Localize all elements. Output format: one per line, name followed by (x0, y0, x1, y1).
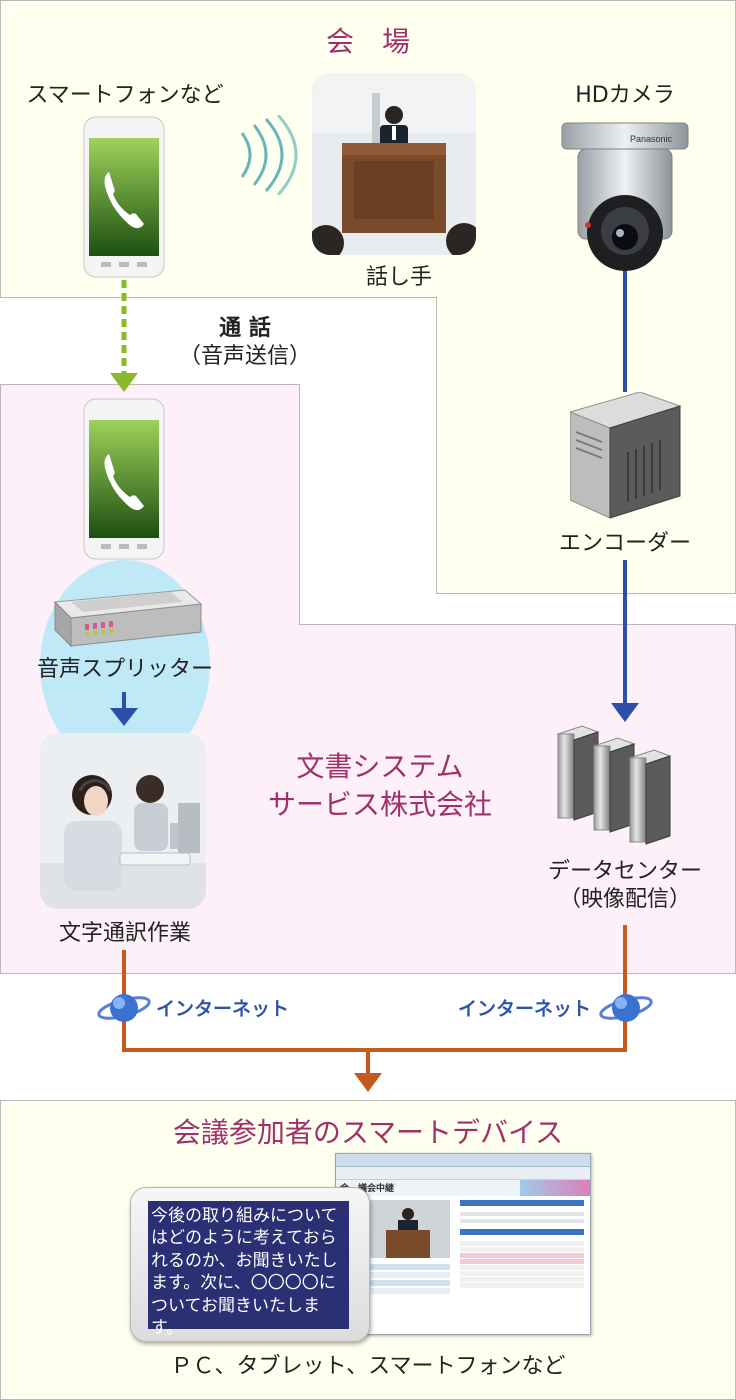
pc-titlebar (336, 1154, 590, 1167)
encoder-datacenter-arrow (611, 703, 639, 722)
encoder (568, 391, 682, 520)
devices-label: ＰＣ、タブレット、スマートフォンなど (170, 1354, 566, 1379)
smartphone-company (83, 398, 165, 560)
pc-video (366, 1200, 450, 1258)
encoder-label: エンコーダー (558, 531, 691, 556)
audio-splitter (45, 580, 205, 650)
pc-window-title: 会 議会中継 (340, 1184, 395, 1194)
pc-side-controls (366, 1262, 450, 1322)
internet-down-arrow (354, 1073, 382, 1092)
tablet-caption-text: 今後の取り組みについてはどのように考えておられるのか、お聞きいたします。次に、〇… (151, 1206, 338, 1339)
smartphone-top (83, 116, 165, 278)
call-subtitle: （音声送信） (178, 344, 311, 369)
datacenter-label: データセンター (547, 859, 702, 884)
globe-icon-right (599, 994, 653, 1022)
internet-label-left: インターネット (156, 998, 290, 1020)
internet-line-right (368, 925, 627, 1052)
company-name-line2: サービス株式会社 (267, 787, 492, 821)
globe-icon-left (97, 994, 151, 1022)
datacenter-sub-label: （映像配信） (558, 887, 691, 912)
company-name-line1: 文書システム (296, 750, 464, 783)
venue-title: 会 場 (325, 25, 410, 58)
pc-schedule-table (460, 1200, 584, 1330)
pc-header-bar: 会 議会中継 (336, 1180, 590, 1196)
company-name: 文書システム サービス株式会社 (240, 748, 520, 824)
datacenter-servers (552, 720, 692, 850)
participants-title: 会議参加者のスマートデバイス (172, 1116, 564, 1149)
transcription-label: 文字通訳作業 (58, 921, 191, 946)
speaker-photo (312, 73, 476, 255)
splitter-down-arrow (110, 692, 138, 726)
seam-cover (437, 294, 735, 300)
speaker-label: 話し手 (365, 265, 432, 290)
camera-brand: Panasonic (630, 134, 673, 144)
sound-waves-icon (240, 115, 298, 195)
smartphone-label: スマートフォンなど (26, 83, 224, 108)
pc-browser-window: 会 議会中継 (335, 1153, 591, 1335)
tablet-screen: 今後の取り組みについてはどのように考えておられるのか、お聞きいたします。次に、〇… (148, 1201, 349, 1338)
tablet: 今後の取り組みについてはどのように考えておられるのか、お聞きいたします。次に、〇… (130, 1187, 370, 1342)
call-title: 通 話 (219, 316, 271, 341)
internet-label-right: インターネット (458, 998, 592, 1020)
splitter-label: 音声スプリッター (36, 657, 213, 682)
camera-label: HDカメラ (575, 83, 675, 108)
audio-call-arrow (110, 373, 138, 392)
pc-toolbar (336, 1167, 590, 1180)
transcription-photo (40, 733, 206, 909)
hd-camera: Panasonic (560, 115, 690, 275)
internet-line-left (122, 950, 368, 1052)
